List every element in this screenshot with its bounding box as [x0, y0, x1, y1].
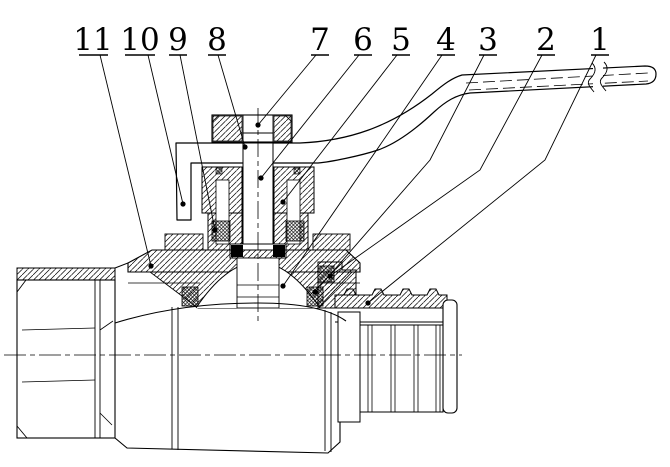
callout-leader-10 — [147, 54, 184, 205]
callout-leader-7 — [257, 54, 317, 126]
callout-4: 4 — [280, 22, 456, 289]
callout-dot-3 — [312, 289, 318, 295]
outlet-barb-end — [317, 261, 458, 423]
callout-number-1: 1 — [590, 22, 610, 58]
handle-hidden-lines — [465, 72, 649, 91]
outlet-end-cap — [442, 299, 458, 414]
callout-11: 11 — [73, 22, 154, 269]
body-external-view — [114, 302, 347, 454]
body-shoulder-curve — [114, 302, 347, 324]
callout-2: 2 — [327, 22, 556, 279]
callout-dot-4 — [280, 283, 286, 289]
body-neck-right — [312, 233, 351, 251]
callout-3: 3 — [312, 22, 498, 295]
callout-dot-11 — [148, 263, 154, 269]
callout-number-3: 3 — [478, 22, 498, 58]
callout-number-8: 8 — [207, 22, 227, 58]
ball-seat-left — [181, 286, 199, 307]
callout-leader-6 — [260, 54, 360, 179]
callout-leader-11 — [99, 54, 152, 267]
callout-leader-5 — [282, 54, 398, 203]
body-bottom-outline — [114, 422, 341, 454]
barb-cylinder-external — [359, 324, 444, 413]
callout-leader-2 — [329, 54, 543, 277]
callout-7: 7 — [255, 22, 330, 128]
callout-dot-6 — [258, 175, 264, 181]
callout-number-2: 2 — [536, 22, 556, 58]
stem-packing-seal-right — [285, 220, 305, 242]
body-joint-lines — [171, 307, 332, 452]
stem-packing-seal-left — [211, 220, 231, 242]
callout-dot-7 — [255, 122, 261, 128]
callout-9: 9 — [168, 22, 218, 233]
barb-ribs — [367, 325, 441, 412]
callout-number-4: 4 — [436, 22, 456, 58]
stem-nut — [211, 114, 293, 143]
callout-number-5: 5 — [391, 22, 411, 58]
callout-number-11: 11 — [73, 22, 112, 58]
inlet-wall-section — [16, 267, 116, 281]
callout-8: 8 — [207, 22, 248, 150]
callout-10: 10 — [120, 22, 186, 207]
thread-lines — [21, 327, 96, 383]
outlet-flange-external — [337, 311, 361, 423]
callout-leader-8 — [217, 54, 246, 148]
callout-6: 6 — [258, 22, 373, 181]
callout-number-9: 9 — [168, 22, 188, 58]
body-neck-left — [164, 233, 204, 251]
callout-dot-9 — [212, 227, 218, 233]
callout-5: 5 — [280, 22, 411, 205]
handle-break-gap — [593, 60, 603, 95]
callout-dot-2 — [327, 273, 333, 279]
barb-wall-section — [334, 288, 448, 309]
callout-dot-10 — [180, 201, 186, 207]
callout-number-10: 10 — [120, 22, 159, 58]
callout-dot-1 — [365, 300, 371, 306]
inlet-body-external — [16, 279, 116, 439]
inlet-threaded-end — [16, 267, 116, 439]
callout-number-6: 6 — [353, 22, 373, 58]
callout-leader-1 — [367, 54, 597, 304]
callout-1: 1 — [365, 22, 610, 306]
handle-break-lines — [587, 61, 608, 93]
callout-leader-9 — [179, 54, 216, 231]
centerlines — [4, 108, 462, 356]
callout-number-7: 7 — [310, 22, 330, 58]
callout-leader-3 — [314, 54, 485, 293]
inlet-chamfers — [16, 279, 28, 439]
callout-dot-5 — [280, 199, 286, 205]
callout-leader-4 — [282, 54, 443, 287]
callout-dot-8 — [242, 144, 248, 150]
